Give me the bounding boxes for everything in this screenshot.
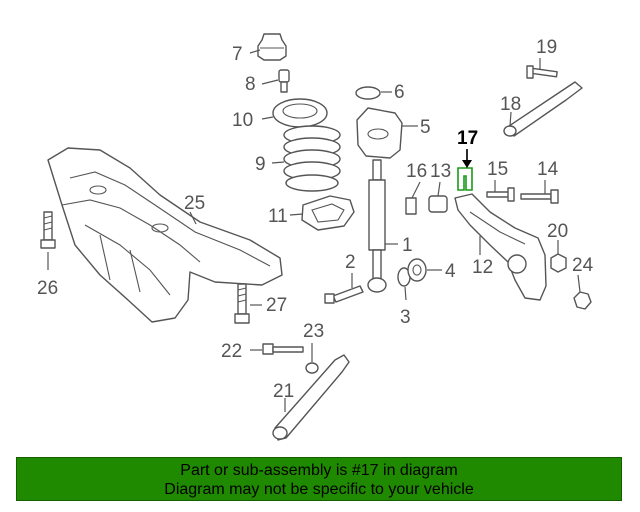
callout-21: 21: [273, 381, 294, 402]
part-11-isolator[interactable]: [301, 195, 355, 231]
callout-25: 25: [184, 193, 205, 214]
part-24-nut[interactable]: [573, 291, 592, 310]
callout-23: 23: [303, 321, 324, 342]
callout-6: 6: [394, 82, 405, 103]
part-6-washer[interactable]: [355, 86, 381, 100]
callout-9: 9: [255, 154, 266, 175]
part-20-nut[interactable]: [550, 253, 567, 273]
part-16-bracket[interactable]: [405, 197, 417, 215]
part-19-bolt[interactable]: [526, 65, 558, 79]
callout-10: 10: [232, 110, 253, 131]
callout-14: 14: [537, 159, 559, 180]
part-8-bolt[interactable]: [278, 69, 290, 93]
footer-line-part-number: Part or sub-assembly is #17 in diagram: [180, 462, 458, 479]
callout-12: 12: [472, 257, 493, 278]
footer-line-disclaimer: Diagram may not be specific to your vehi…: [164, 481, 474, 498]
part-13-bushing[interactable]: [428, 195, 448, 213]
part-15-bolt[interactable]: [486, 187, 515, 202]
callout-7: 7: [232, 44, 243, 65]
callout-13: 13: [430, 161, 451, 182]
part-26-bolt[interactable]: [40, 211, 56, 249]
part-12-knuckle-arm[interactable]: [454, 193, 547, 301]
callout-22: 22: [221, 341, 242, 362]
part-14-bolt[interactable]: [520, 189, 559, 204]
callout-20: 20: [547, 221, 568, 242]
part-9-coil-spring[interactable]: [283, 125, 341, 192]
part-7-bump-stop[interactable]: [257, 33, 287, 61]
part-17-bracket-highlighted[interactable]: [457, 167, 473, 191]
part-21-lower-link[interactable]: [272, 354, 350, 441]
part-27-bolt[interactable]: [234, 283, 250, 324]
part-4-bushing[interactable]: [407, 258, 427, 282]
footer-banner: Part or sub-assembly is #17 in diagram D…: [16, 457, 622, 501]
callout-18: 18: [500, 94, 521, 115]
callout-5: 5: [420, 117, 431, 138]
callout-3: 3: [400, 307, 411, 328]
callout-2: 2: [345, 252, 356, 273]
callout-4: 4: [445, 261, 456, 282]
callout-11: 11: [268, 206, 288, 227]
part-23-washer[interactable]: [305, 362, 319, 374]
callout-27: 27: [266, 295, 287, 316]
part-2-bolt[interactable]: [324, 285, 364, 304]
callout-8: 8: [245, 74, 256, 95]
part-10-spring-seat[interactable]: [272, 98, 328, 128]
part-25-crossmember[interactable]: [47, 147, 283, 323]
callout-17: 17: [457, 128, 478, 149]
part-1-shock-absorber[interactable]: [367, 159, 387, 293]
callout-1: 1: [402, 235, 413, 256]
callout-labels: 7 8 10 9 11 6 5 1 2 3 4 16 13 17 15 14 1…: [37, 37, 594, 402]
part-22-bolt[interactable]: [262, 343, 304, 355]
callout-26: 26: [37, 278, 58, 299]
leader-lines: [47, 49, 581, 412]
callout-16: 16: [406, 161, 427, 182]
callout-19: 19: [536, 37, 557, 58]
callout-17-arrow: [462, 149, 472, 168]
part-18-control-arm[interactable]: [503, 81, 583, 137]
callout-24: 24: [572, 255, 594, 276]
part-5-upper-mount[interactable]: [356, 107, 403, 159]
callout-15: 15: [487, 159, 508, 180]
